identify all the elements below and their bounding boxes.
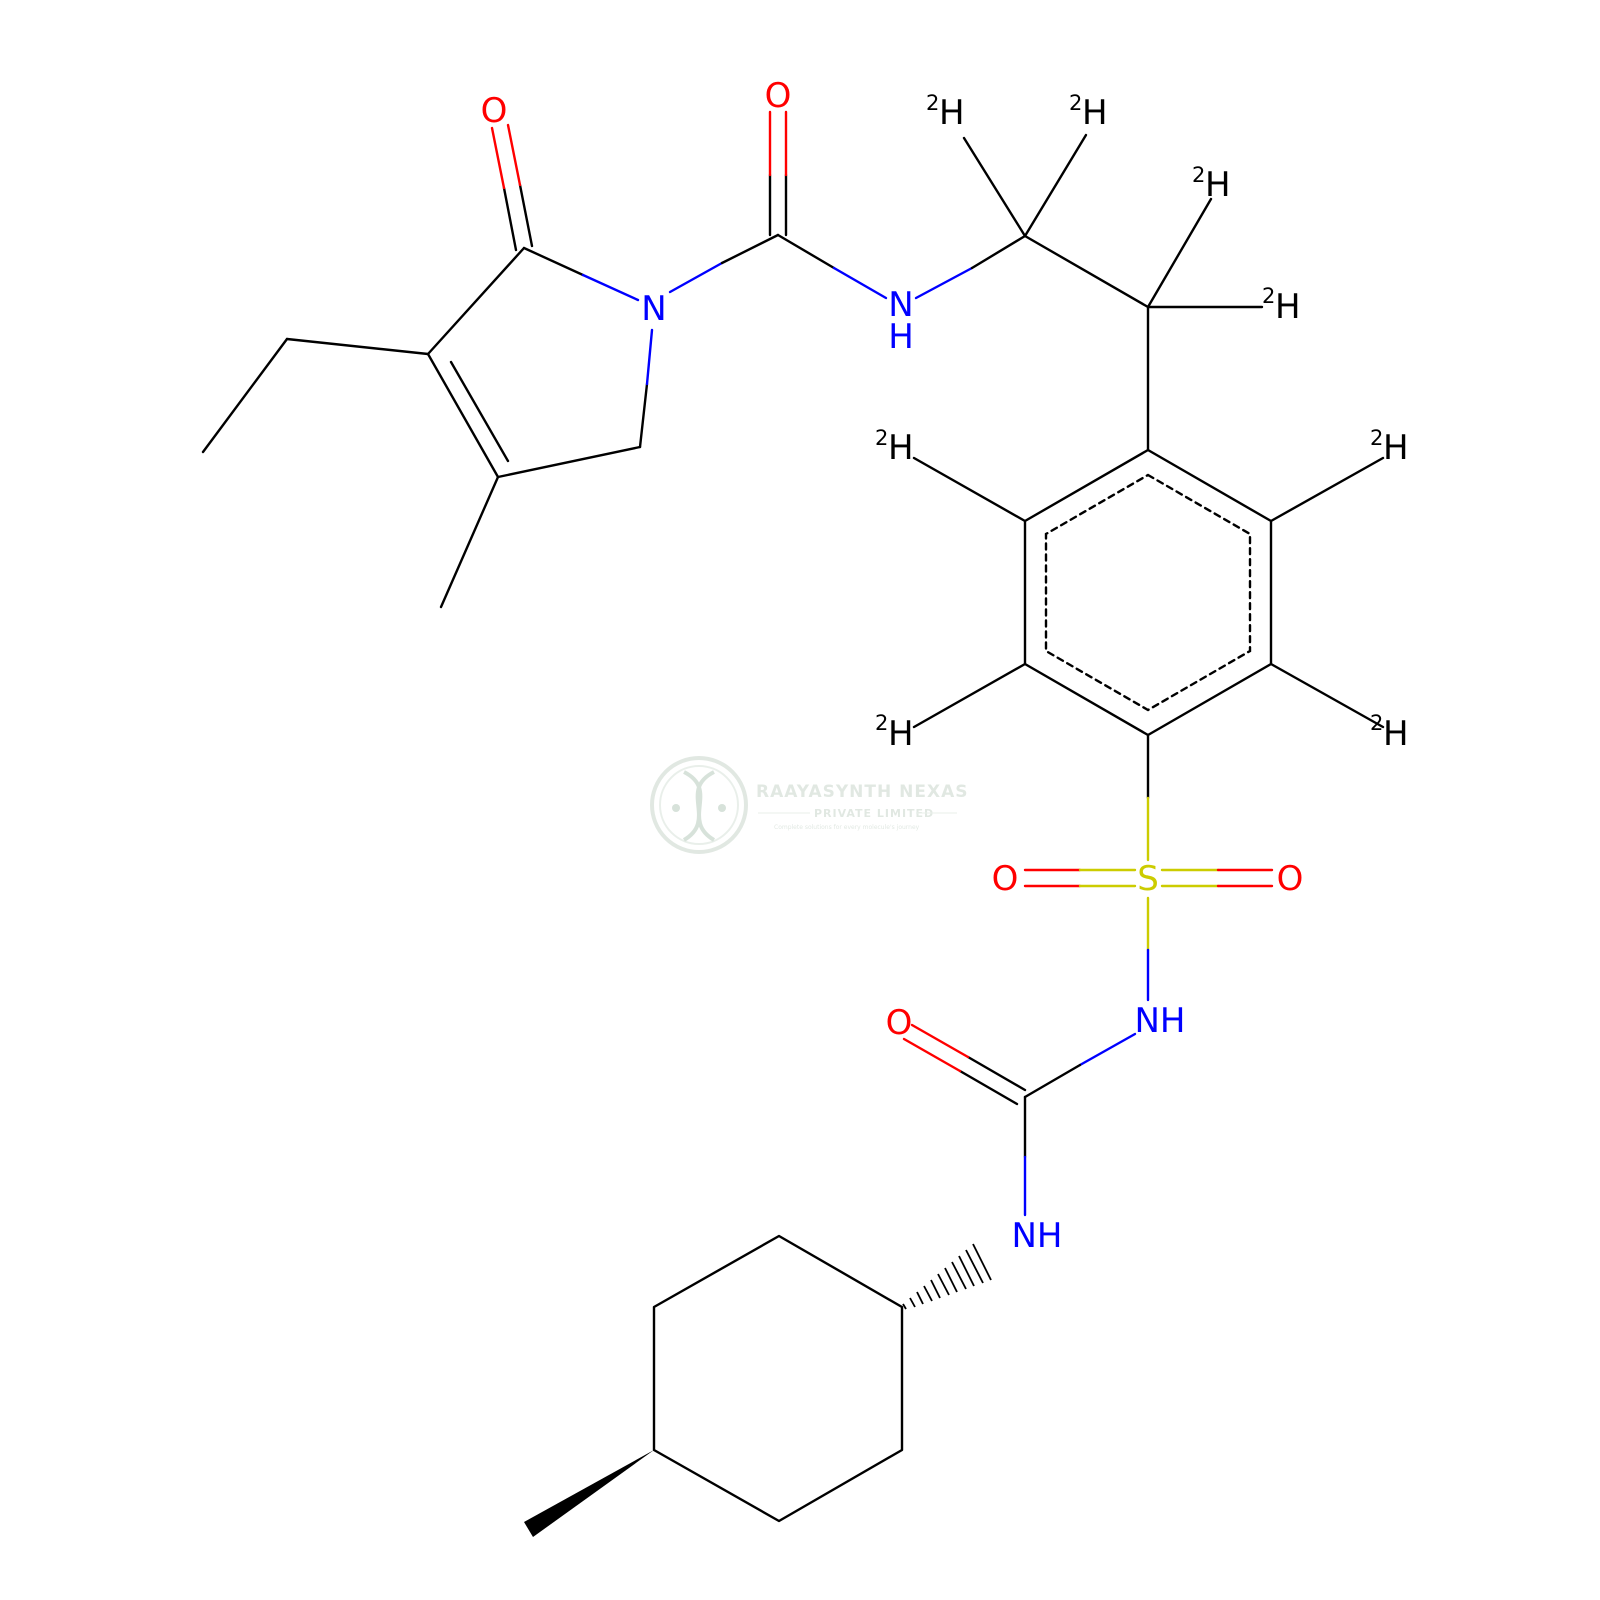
atom-labels: O O N N H 2 H 2 H 2 H 2 H 2 H 2 H 2 (481, 76, 1409, 1256)
bond-benzene-aromatic-dash (1044, 473, 1252, 712)
svg-text:2: 2 (875, 426, 888, 450)
bond-lactam-co (506, 123, 522, 187)
atom-label-oxygen: O (765, 76, 792, 116)
bond-ethyl-ch3 (201, 337, 289, 454)
bond-ethyl-ch2 (285, 337, 430, 356)
bond-nh-urea-carbon (1078, 1032, 1137, 1067)
bond-aryl-d (1269, 662, 1385, 729)
bond-ring-c5-n (638, 382, 649, 449)
bond-lactam-co (502, 186, 518, 252)
bond-n-carbonyl (668, 261, 724, 294)
watermark-logo-inner-ring (659, 765, 739, 845)
deuterium-label: 2 H (1069, 91, 1108, 133)
svg-text:2: 2 (1069, 91, 1082, 115)
bond-cyclohexane-ring (652, 1234, 904, 1523)
bond-cd (962, 136, 1027, 238)
bond-ring-c5-n (645, 328, 654, 386)
atom-label-oxygen: O (992, 859, 1019, 899)
bond-nh-cd2 (914, 266, 974, 300)
watermark-node-icon (672, 804, 680, 812)
bond-aryl-d (1269, 456, 1385, 523)
bond-urea-co (966, 1055, 1027, 1092)
bond-n-carbonyl (720, 233, 780, 265)
deuterium-label: 2 H (875, 426, 914, 468)
bond-ring-c3-c4 (426, 352, 500, 479)
bonds (201, 110, 1385, 1523)
watermark-dna-icon (682, 770, 716, 842)
bond-ring-n-c2 (522, 246, 585, 277)
svg-text:H: H (1082, 93, 1108, 133)
bond-methyl (439, 475, 500, 609)
bond-ring-n-c2 (581, 273, 640, 302)
atom-label-sulfur: S (1137, 859, 1159, 899)
atom-label-oxygen: O (481, 91, 508, 131)
svg-text:2: 2 (926, 91, 939, 115)
bond-lactam-co (490, 126, 506, 190)
svg-text:H: H (1383, 714, 1409, 754)
svg-text:2: 2 (1262, 284, 1275, 308)
deuterium-label: 2 H (875, 711, 914, 754)
watermark-tagline: Complete solutions for every molecule's … (774, 824, 920, 831)
bond-urea-co (910, 1023, 970, 1059)
bond-cd (1146, 197, 1213, 309)
atom-label-oxygen: O (1277, 859, 1304, 899)
hashed-wedge-bond (902, 1243, 992, 1310)
svg-text:H: H (888, 428, 914, 468)
bond-ring-c3-c2 (426, 246, 526, 356)
atom-label-oxygen: O (886, 1003, 913, 1043)
bond-ring-c4-c5 (496, 445, 642, 479)
svg-text:H: H (1383, 428, 1409, 468)
svg-text:2: 2 (1370, 711, 1383, 735)
bond-carbonyl-nh (776, 233, 836, 270)
bond-benzene-ring (1023, 448, 1273, 737)
atom-label-urea-nh: NH (1012, 1216, 1063, 1256)
svg-text:H: H (939, 93, 965, 133)
watermark-node-icon (718, 804, 726, 812)
svg-text:H: H (1205, 165, 1231, 205)
watermark-logo-outer-ring (650, 756, 748, 854)
bond-urea-co (902, 1037, 962, 1073)
watermark-subtitle: PRIVATE LIMITED (814, 807, 934, 820)
deuterium-label: 2 H (1192, 163, 1231, 205)
atom-label-hydrogen: H (888, 317, 914, 357)
bond-aryl-d (912, 456, 1027, 523)
bond-cd (1023, 133, 1088, 238)
deuterium-label: 2 H (1262, 284, 1301, 327)
bond-lactam-co (518, 183, 534, 248)
deuterium-label: 2 H (1370, 426, 1409, 468)
svg-text:2: 2 (875, 711, 888, 735)
svg-text:H: H (888, 714, 914, 754)
svg-text:2: 2 (1370, 426, 1383, 450)
atom-label-sulfonyl-nh: NH (1135, 1001, 1186, 1041)
svg-text:2: 2 (1192, 163, 1205, 187)
solid-wedge-methyl-bond (524, 1450, 654, 1537)
watermark-company-name: RAAYASYNTH NEXAS (756, 782, 969, 802)
bond-aryl-d (912, 662, 1027, 729)
bond-nh-cd2 (970, 234, 1027, 270)
bond-cd2-cd2 (1023, 234, 1150, 309)
atom-label-nitrogen: N (888, 285, 913, 325)
atom-label-nitrogen: N (641, 289, 666, 329)
bond-urea-co (958, 1069, 1019, 1106)
deuterium-label: 2 H (926, 91, 965, 133)
bond-carbonyl-nh (832, 266, 888, 300)
deuterium-label: 2 H (1370, 711, 1409, 754)
svg-text:H: H (1275, 287, 1301, 327)
bond-nh-urea-carbon (1023, 1063, 1082, 1099)
bond-ring-c3-c4-inner (449, 360, 510, 463)
company-watermark: RAAYASYNTH NEXAS PRIVATE LIMITED Complet… (650, 756, 969, 854)
